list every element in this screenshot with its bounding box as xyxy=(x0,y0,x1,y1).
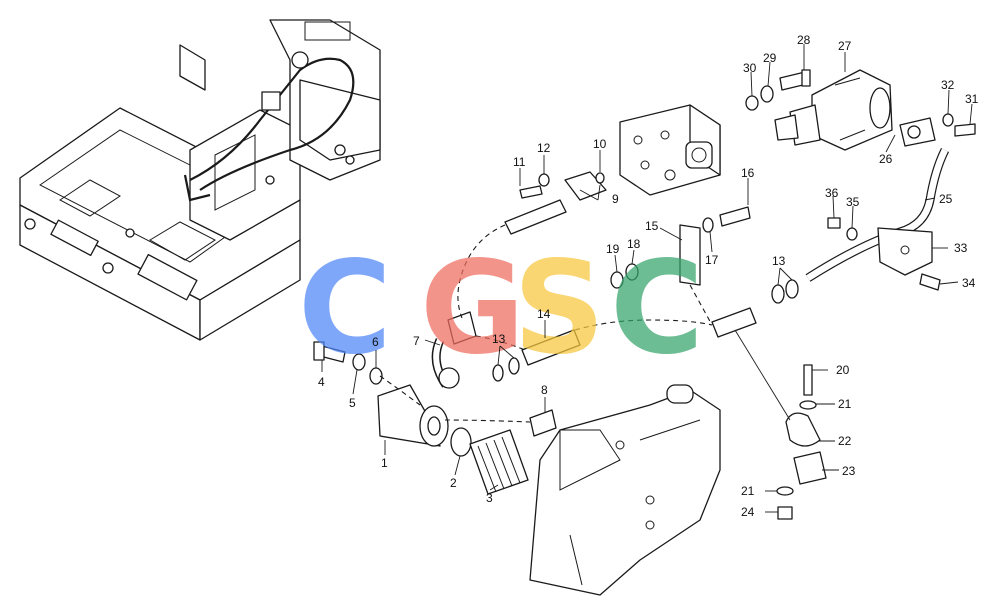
callout-12: 12 xyxy=(537,141,551,155)
hose-line xyxy=(734,329,791,421)
callout-36: 36 xyxy=(825,186,839,200)
callout-15: 15 xyxy=(645,219,659,233)
watermark-letter-4: C xyxy=(610,234,704,383)
callout-5: 5 xyxy=(349,396,356,410)
callout-18: 18 xyxy=(627,237,641,251)
callout-19: 19 xyxy=(606,242,620,256)
pressure-pipe xyxy=(805,117,950,282)
callout-34: 34 xyxy=(962,276,976,290)
callout-30: 30 xyxy=(743,61,757,75)
callout-31: 31 xyxy=(965,92,979,106)
callout-14: 14 xyxy=(537,307,551,321)
callout-32: 32 xyxy=(941,78,955,92)
steering-valve-block xyxy=(619,104,721,196)
callout-27: 27 xyxy=(838,39,852,53)
callout-7: 7 xyxy=(413,334,420,348)
callout-1: 1 xyxy=(381,456,388,470)
callout-11: 11 xyxy=(513,155,526,169)
callout-3: 3 xyxy=(486,491,493,505)
callout-21-lower: 21 xyxy=(741,484,755,498)
callout-8: 8 xyxy=(541,383,548,397)
watermark-letter-3: S xyxy=(513,234,605,383)
callout-24: 24 xyxy=(741,505,755,519)
callout-4: 4 xyxy=(318,375,325,389)
callout-10: 10 xyxy=(593,137,607,151)
hydraulic-oil-tank xyxy=(529,384,721,596)
hose-routing-lines xyxy=(379,224,713,423)
hydraulic-gear-pump xyxy=(774,69,893,151)
callout-leader-lines xyxy=(321,44,973,513)
callout-labels: 1 2 3 4 5 6 7 8 9 10 11 12 13 13 14 15 1… xyxy=(318,33,979,519)
hardware-parts xyxy=(313,69,976,520)
callout-13-upper: 13 xyxy=(772,254,786,268)
callout-25: 25 xyxy=(939,192,953,206)
watermark-letter-1: C xyxy=(298,234,392,383)
callout-17: 17 xyxy=(705,253,719,267)
callout-26: 26 xyxy=(879,152,893,166)
callout-21-upper: 21 xyxy=(838,397,852,411)
watermark-letter-2: G xyxy=(420,234,525,383)
callout-16: 16 xyxy=(741,166,755,180)
callout-22: 22 xyxy=(838,434,852,448)
callout-23: 23 xyxy=(842,464,856,478)
callout-28: 28 xyxy=(797,33,811,47)
callout-2: 2 xyxy=(450,476,457,490)
callout-35: 35 xyxy=(846,195,860,209)
pipe-bracket xyxy=(877,227,933,276)
callout-9: 9 xyxy=(612,192,619,206)
front-axle-support-frame xyxy=(19,19,381,341)
callout-20: 20 xyxy=(836,363,850,377)
callout-6: 6 xyxy=(372,335,379,349)
callout-33: 33 xyxy=(954,241,968,255)
callout-13-lower: 13 xyxy=(492,332,506,346)
callout-29: 29 xyxy=(763,51,777,65)
